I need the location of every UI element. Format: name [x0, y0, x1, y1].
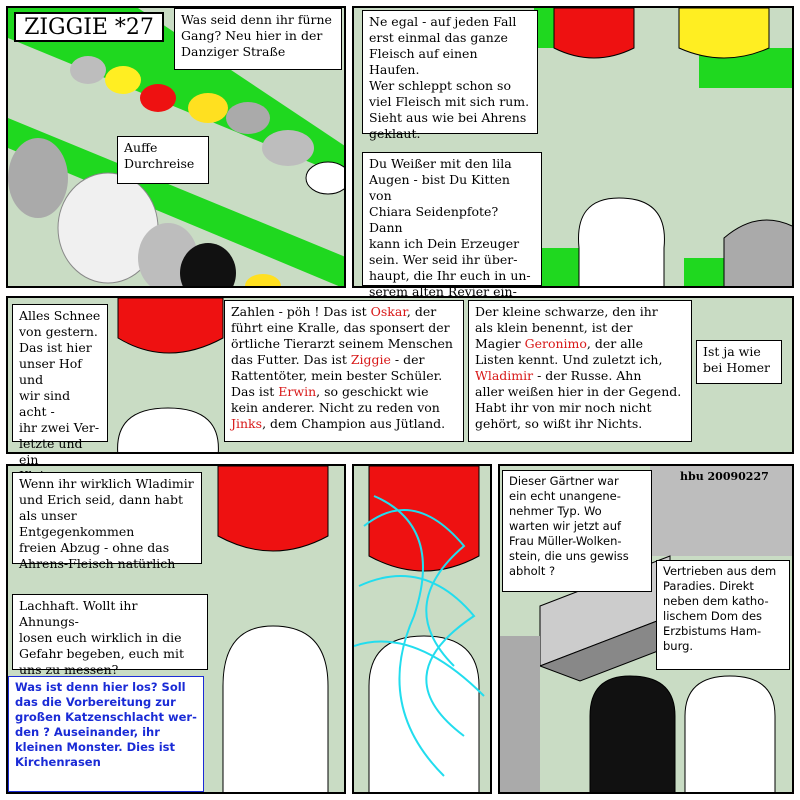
speech-bubble-durchreise: Auffe Durchreise — [117, 136, 209, 184]
text-zahlen-a: Zahlen - pöh ! Das ist — [231, 304, 371, 319]
comic-title: ZIGGIE *27 — [14, 12, 164, 42]
text-wlad-a: Der kleine schwarze, den ihr als klein b… — [475, 304, 658, 351]
panel-5 — [352, 464, 492, 794]
speech-bubble-fleisch: Ne egal - auf jeden Fall erst einmal das… — [362, 10, 538, 141]
name-jinks: Jinks — [231, 416, 263, 431]
speech-bubble-wladimir: Der kleine schwarze, den ihr als klein b… — [468, 300, 692, 442]
cat-row-bottom — [8, 138, 281, 286]
name-wladimir: Wladimir — [475, 368, 534, 383]
text-zahlen-d: , so geschickt wie kein anderer. Nicht z… — [231, 384, 440, 415]
panel-1-art — [8, 8, 344, 286]
artist-signature: hbu 20090227 — [680, 470, 769, 483]
cat-row-top — [70, 56, 344, 195]
speech-bubble-zahlen: Zahlen - pöh ! Das ist Oskar, der führt … — [224, 300, 464, 442]
speech-bubble-paradies: Vertrieben aus dem Paradies. Direkt nebe… — [656, 560, 790, 670]
speech-bubble-abzug: Wenn ihr wirklich Wladimir und Erich sei… — [12, 472, 202, 571]
name-oskar: Oskar — [370, 304, 407, 319]
text-zahlen-b: , der führt eine Kralle, das sponsert de… — [231, 304, 453, 367]
scuffle-lines — [354, 495, 485, 777]
speech-bubble-gang: Was seid denn ihr fürne Gang? Neu hier i… — [174, 8, 342, 70]
text-zahlen-c: - der Rattentöter, mein bester Schüler. … — [231, 352, 443, 399]
speech-bubble-homer: Ist ja wie bei Homer — [696, 340, 782, 384]
speech-bubble-weisser: Du Weißer mit den lila Augen - bist Du K… — [362, 152, 542, 315]
speech-bubble-gardener: Was ist denn hier los? Soll das die Vorb… — [8, 676, 204, 792]
speech-bubble-lachhaft: Lachhaft. Wollt ihr Ahnungs- losen euch … — [12, 594, 208, 677]
speech-bubble-gaertner: Dieser Gärtner war ein echt unangene- ne… — [502, 470, 652, 592]
name-erwin: Erwin — [278, 384, 317, 399]
text-zahlen-e: , dem Champion aus Jütland. — [262, 416, 446, 431]
name-geronimo: Geronimo — [524, 336, 587, 351]
speech-bubble-schnee: Alles Schnee von gestern. Das ist hier u… — [12, 304, 108, 483]
name-ziggie: Ziggie — [350, 352, 391, 367]
text-wlad-b: , der alle Listen kennt. Und zuletzt ich… — [475, 336, 663, 367]
panel-5-art — [354, 466, 490, 792]
text-wlad-c: - der Russe. Ahn aller weißen hier in de… — [475, 368, 682, 431]
